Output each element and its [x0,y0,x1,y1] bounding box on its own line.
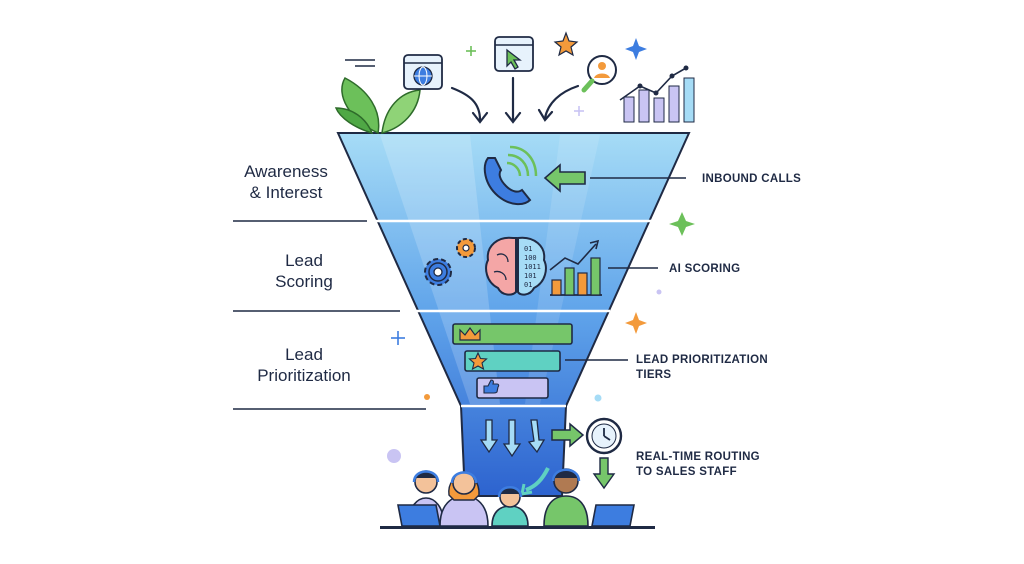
inbound-arrow-icon [543,163,586,193]
bar-chart-icon [549,239,602,296]
star-icon [468,351,488,371]
callout-prioritization-tiers: LEAD PRIORITIZATION TIERS [636,354,768,381]
crown-icon [459,326,481,341]
thumbs-up-icon [483,379,500,394]
binary-digit: 100 [524,254,537,262]
incoming-arrows [450,76,580,124]
user-search-icon [581,55,617,93]
routing-down-arrows [479,419,546,458]
binary-digit: 1011 [524,263,541,271]
growth-chart-icon [619,65,695,123]
callout-routing: REAL-TIME ROUTING TO SALES STAFF [636,451,760,478]
curved-arrow-head [520,483,533,496]
laptop-icon [397,504,635,527]
tier-bar-3 [476,377,549,399]
binary-digit: 01 [524,281,532,289]
routing-arrow-icon [551,422,585,448]
callout-inbound-calls: INBOUND CALLS [702,173,802,185]
stage-awareness: Awareness & Interest [244,162,328,202]
browser-globe-icon [403,54,443,90]
binary-digit: 101 [524,272,537,280]
stage-lead-scoring: Lead Scoring [275,251,333,291]
clock-icon [585,417,623,455]
callout-ai-scoring: AI SCORING [669,263,741,275]
plant-icon [334,77,421,135]
gear-icon [424,238,476,286]
sparkle-decorations [345,31,695,463]
clock-down-arrow-icon [592,457,616,490]
browser-cursor-icon [494,36,534,72]
stage-lead-prioritization: Lead Prioritization [257,345,351,385]
binary-digit: 01 [524,245,532,253]
tier-bar-1 [452,323,573,345]
phone-icon [483,145,538,206]
curved-arrow-icon [525,467,550,492]
brain-icon: 01 100 1011 101 01 [485,236,547,296]
tier-bar-2 [464,350,561,372]
headset-agent-icon [380,468,655,529]
